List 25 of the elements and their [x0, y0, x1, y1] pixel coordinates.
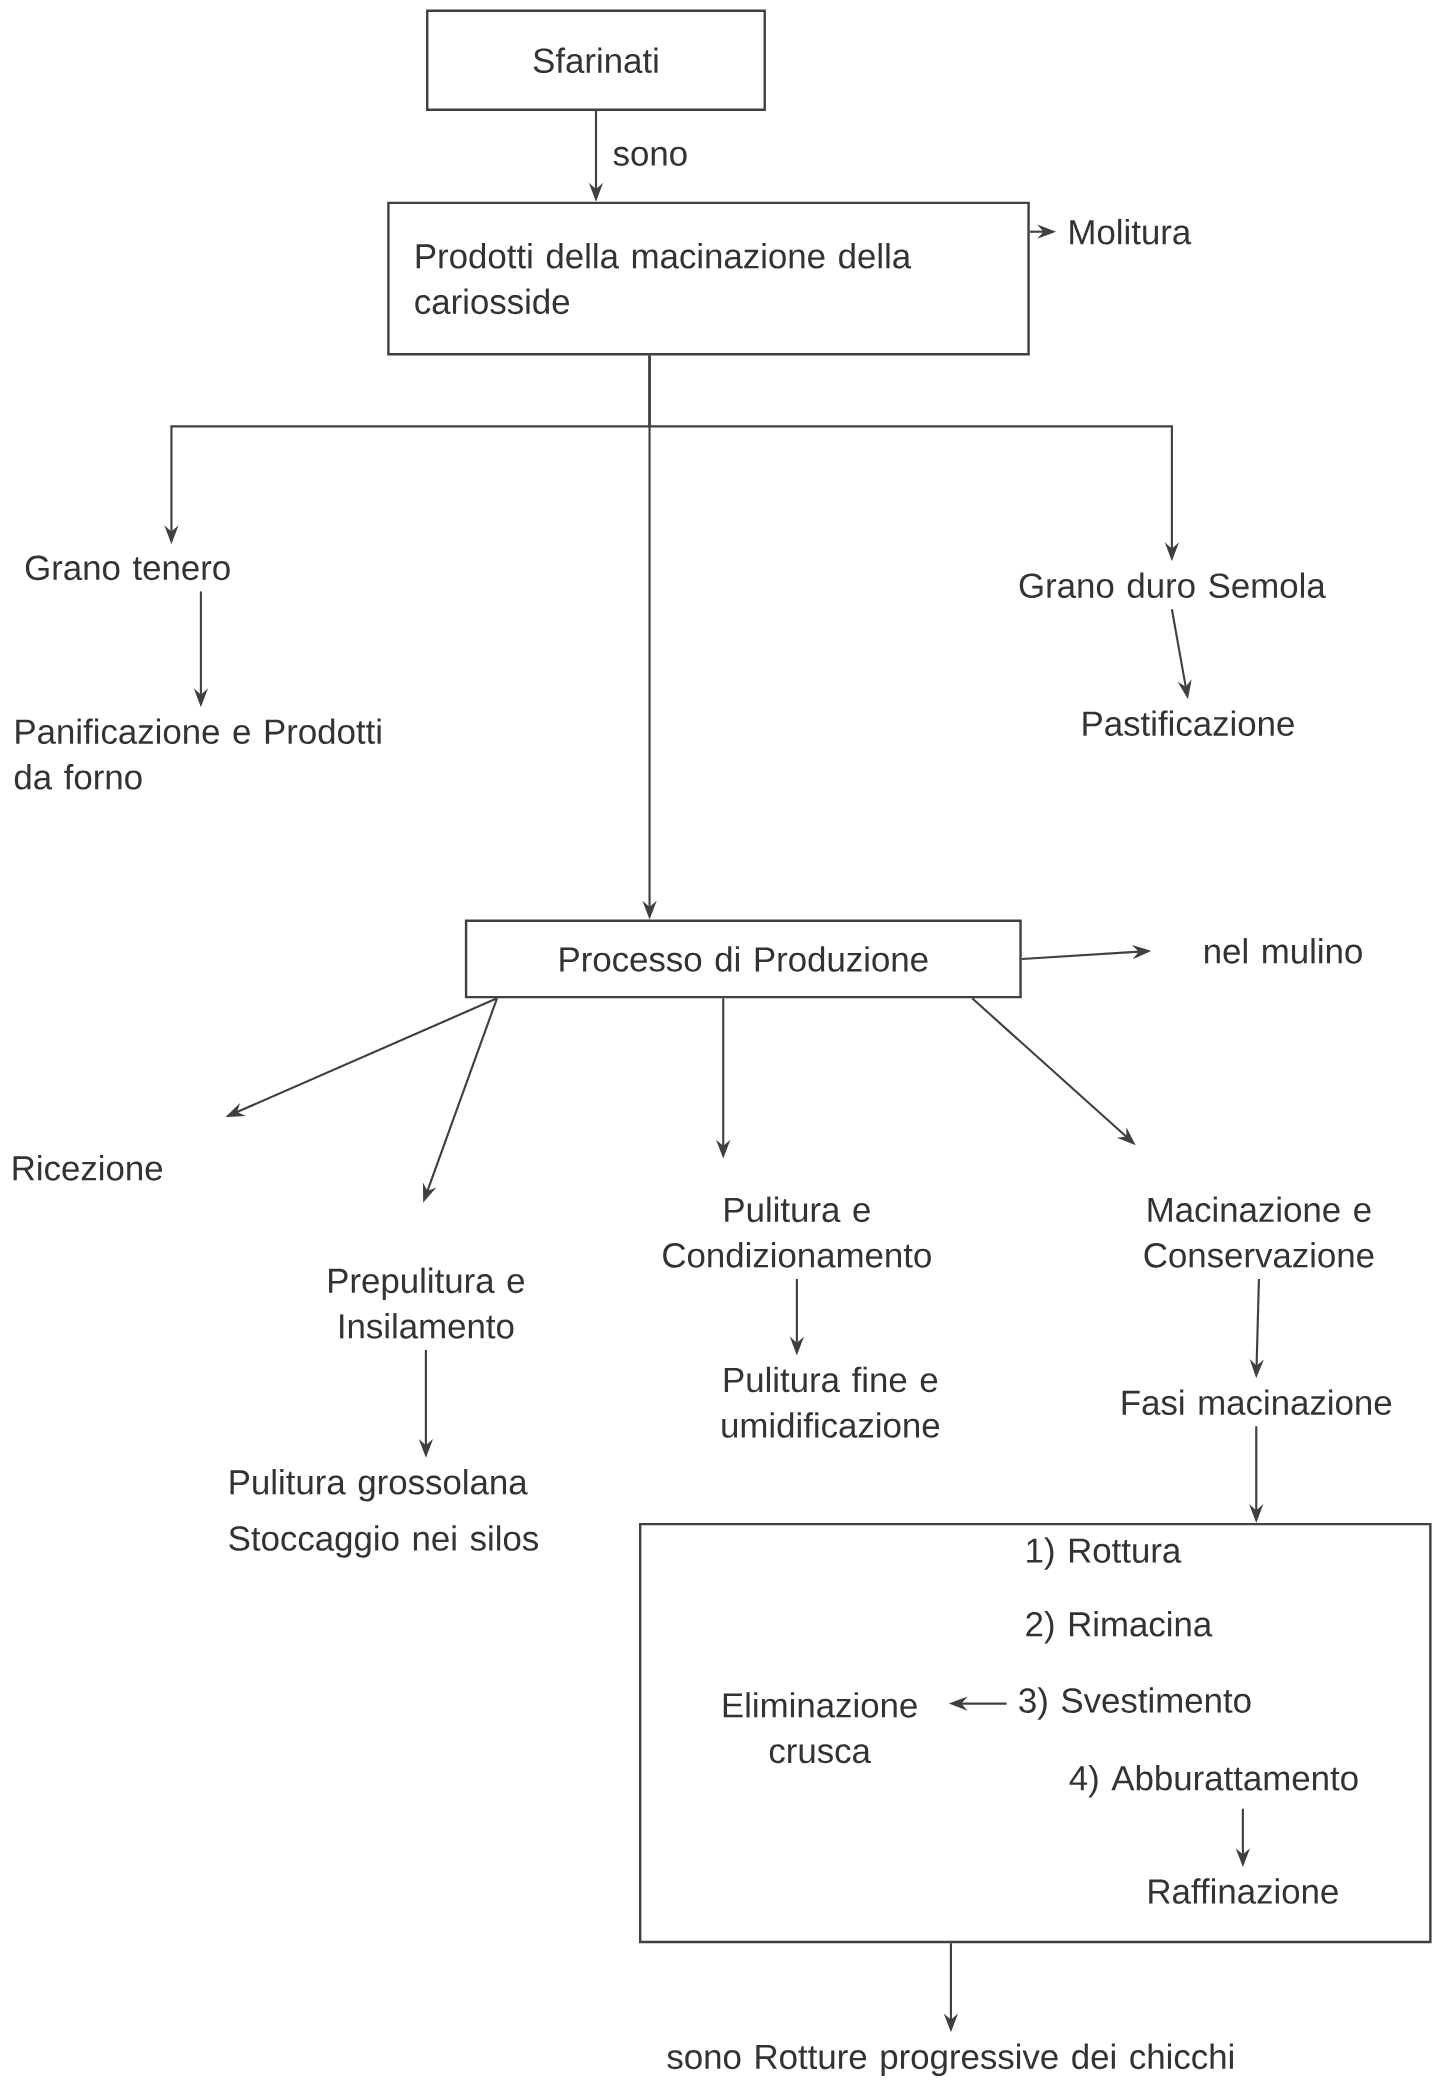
text-label: Fasi macinazione — [1122, 1389, 1391, 1416]
text-label: 4) Abburattamento — [1069, 1765, 1358, 1798]
text-label: Grano tenero — [25, 555, 230, 581]
text-label: Pastificazione — [1083, 710, 1294, 736]
text-label: Raffinazione — [1149, 1878, 1338, 1904]
process-box — [638, 1522, 1432, 1944]
text-label: Pulitura fine e umidificazione — [722, 1366, 939, 1438]
process-box: Sfarinati — [425, 9, 766, 112]
process-box: Prodotti della macinazione della cariosside — [387, 201, 1030, 356]
text-label: Pulitura e Condizionamento — [662, 1196, 931, 1268]
text-label: Macinazione e Conservazione — [1144, 1196, 1374, 1268]
text-label: Molitura — [1070, 218, 1192, 245]
text-label: sono Rotture progressive dei chicchi — [667, 2043, 1233, 2077]
text-label: nel mulino — [1204, 938, 1362, 964]
text-label: 1) Rottura — [1027, 1537, 1182, 1570]
text-label: 2) Rimacina — [1026, 1611, 1213, 1644]
text-label: Panificazione e Prodotti da forno — [14, 718, 381, 790]
text-label: Prepulitura e Insilamento — [328, 1267, 524, 1339]
edge-label: sono — [607, 141, 694, 172]
text-label: Eliminazione crusca — [723, 1692, 917, 1764]
text-label: 3) Svestimento — [1019, 1687, 1251, 1720]
process-box: Processo di Produzione — [464, 919, 1022, 999]
text-label: Ricezione — [13, 1155, 162, 1181]
text-label: Pulitura grossolana Stoccaggio nei silos — [229, 1469, 538, 1558]
text-label: Grano duro Semola — [1019, 572, 1326, 599]
